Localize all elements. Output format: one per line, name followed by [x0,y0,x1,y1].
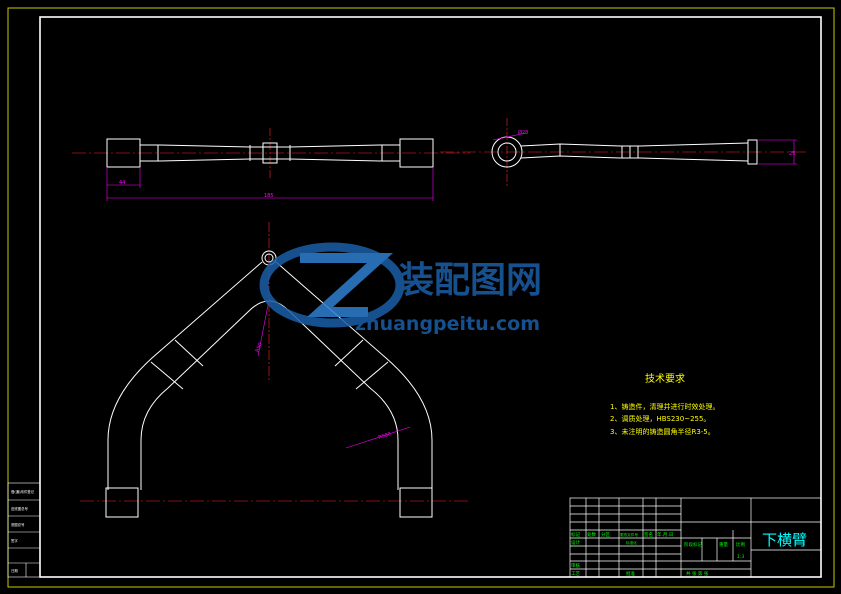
title-block: 标记 处数 分区 更改文件号 签名 年.月.日 设计 标准化 审核 工艺 批准 … [569,497,822,578]
tb-header-mark: 标记 [571,531,580,538]
side-diameter-dim: Ø28 [518,129,528,136]
tb-standardize: 标准化 [626,540,637,545]
front-view: 44 185 [72,128,470,201]
tb-header-zone: 分区 [601,531,610,538]
note-item-1: 1、铸造件，清理并进行时效处理。 [610,402,719,411]
tb-header-doc: 更改文件号 [620,532,638,537]
note-item-3: 3、未注明的铸造圆角半径R3-5。 [610,427,715,436]
tb-header-sign: 签名 [644,531,653,538]
side-strip-row-4: 签字 [11,538,18,543]
front-small-dim: 44 [119,180,125,186]
side-height-dim: 25 [789,151,795,157]
front-overall-dim: 185 [264,193,274,199]
note-item-2: 2、调质处理，HBS230~255。 [610,414,710,423]
tb-header-date: 年.月.日 [657,531,673,538]
plan-outer-radius: R500 [378,431,392,441]
tb-approve: 批准 [626,570,635,577]
side-strip-row-5: 日期 [11,568,18,573]
watermark-brand: 装配图网 [398,260,542,301]
tb-scale-label: 比例 [736,541,745,548]
tb-scale-value: 1:3 [737,554,744,560]
drawing-frame [39,16,822,578]
technical-notes: 技术要求 1、铸造件，清理并进行时效处理。 2、调质处理，HBS230~255。… [610,372,719,436]
tb-process: 工艺 [571,571,580,577]
plan-inner-radius: R50 [255,342,264,353]
tb-sheets: 共 张 第 张 [686,570,709,577]
watermark: 装配图网 zhuangpeitu.com [259,242,542,335]
sheet-border [7,7,835,588]
tb-review: 审核 [571,562,580,569]
watermark-url: zhuangpeitu.com [355,313,540,335]
tb-header-count: 处数 [587,531,596,538]
side-view: Ø28 25 [440,118,808,186]
tb-stage: 阶段标记 [684,541,702,548]
notes-heading: 技术要求 [645,372,685,385]
side-strip [7,482,41,578]
watermark-logo-icon [259,242,405,328]
side-strip-row-2: 旧底图总号 [11,506,29,511]
tb-design: 设计 [571,539,580,546]
side-strip-row-3: 底图总号 [11,522,25,527]
side-strip-row-1: 借(通)用件登记 [11,489,35,494]
tb-weight: 重量 [719,541,728,548]
part-name: 下横臂 [762,531,807,549]
